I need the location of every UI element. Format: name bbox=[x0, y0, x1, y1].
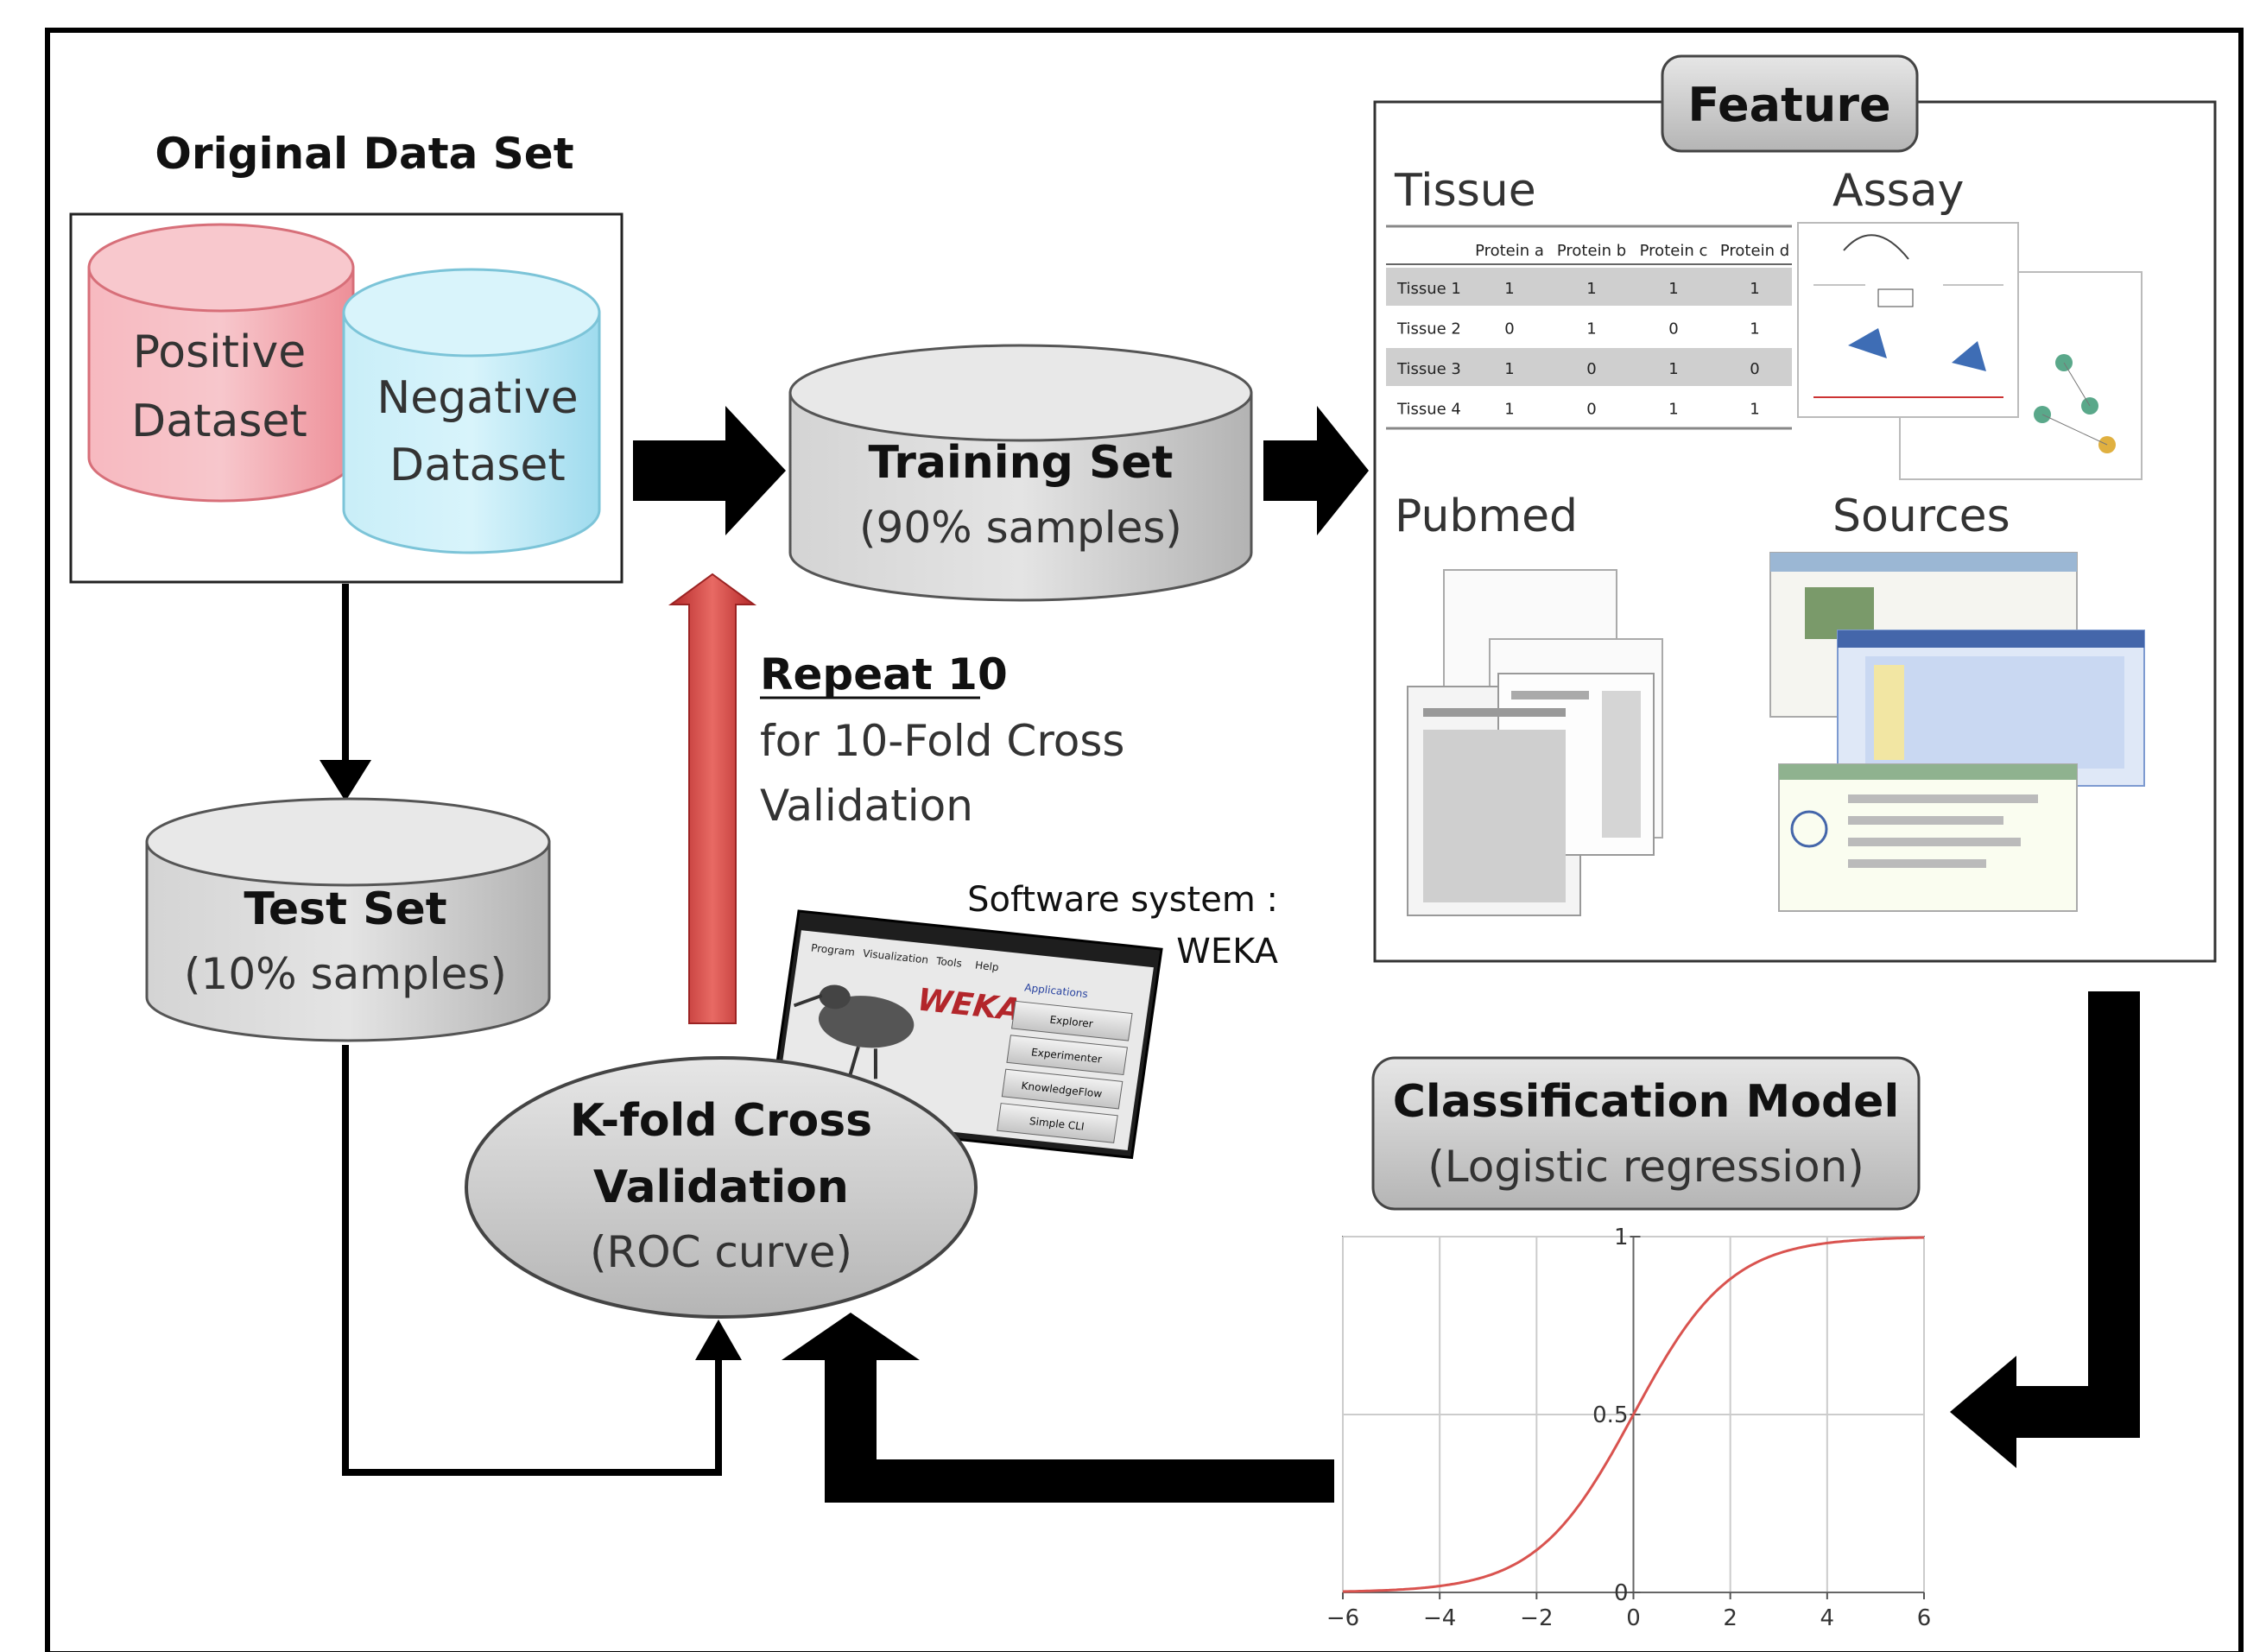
test-set-cylinder: Test Set (10% samples) bbox=[145, 797, 551, 1042]
positive-dataset-cylinder: Positive Dataset bbox=[87, 223, 355, 503]
negative-dataset-label-2: Dataset bbox=[389, 440, 566, 491]
weka-menu-tools: Tools bbox=[934, 955, 963, 970]
chart-x-tick-label: 4 bbox=[1820, 1605, 1835, 1631]
assay-label: Assay bbox=[1832, 165, 1964, 217]
training-set-title: Training Set bbox=[868, 437, 1173, 489]
arrow-feature-to-model bbox=[1950, 991, 2140, 1468]
arrow-to-training-set bbox=[633, 406, 786, 535]
chart-x-tick-label: 2 bbox=[1723, 1605, 1737, 1631]
tissue-row-label: Tissue 2 bbox=[1396, 320, 1461, 339]
tissue-cell: 1 bbox=[1504, 360, 1514, 378]
outer-frame bbox=[45, 28, 2244, 1652]
tissue-cell: 0 bbox=[1586, 360, 1596, 378]
assay-image bbox=[1797, 222, 2143, 480]
kfold-line-2: Validation bbox=[593, 1161, 849, 1213]
sources-label: Sources bbox=[1832, 491, 2010, 542]
logistic-chart: −6 −4 −2 0 2 4 6 0 0.5 1 bbox=[1326, 1225, 1931, 1631]
positive-dataset-label-2: Dataset bbox=[131, 396, 307, 447]
tissue-cell: 1 bbox=[1750, 401, 1759, 419]
weka-experimenter-button[interactable] bbox=[1006, 1035, 1128, 1076]
classification-model-box: Classification Model (Logistic regressio… bbox=[1371, 1056, 1921, 1211]
chart-x-tick-label: −4 bbox=[1423, 1605, 1456, 1631]
original-data-set-title: Original Data Set bbox=[155, 129, 573, 179]
arrow-to-feature bbox=[1263, 406, 1369, 535]
classification-title: Classification Model bbox=[1393, 1076, 1900, 1128]
test-set-subtitle: (10% samples) bbox=[184, 949, 507, 999]
tissue-cell: 1 bbox=[1668, 280, 1678, 298]
arrow-test-to-kfold bbox=[342, 1045, 742, 1476]
tissue-cell: 1 bbox=[1750, 280, 1759, 298]
chart-y-tick-label: 0 bbox=[1614, 1580, 1629, 1606]
negative-dataset-label-1: Negative bbox=[377, 372, 578, 424]
tissue-cell: 1 bbox=[1504, 280, 1514, 298]
chart-x-tick-label: −2 bbox=[1520, 1605, 1553, 1631]
tissue-cell: 1 bbox=[1586, 320, 1596, 339]
tissue-cell: 1 bbox=[1668, 401, 1678, 419]
tissue-cell: 1 bbox=[1586, 280, 1596, 298]
weka-simplecli-label: Simple CLI bbox=[1029, 1115, 1085, 1132]
weka-knowledgeflow-button[interactable] bbox=[1001, 1068, 1124, 1110]
tissue-table-header-c: Protein c bbox=[1640, 242, 1708, 260]
software-name: WEKA bbox=[1176, 932, 1278, 972]
tissue-cell: 1 bbox=[1668, 360, 1678, 378]
tissue-cell: 1 bbox=[1504, 401, 1514, 419]
tissue-table-header-a: Protein a bbox=[1475, 242, 1544, 260]
tissue-cell: 1 bbox=[1750, 320, 1759, 339]
chart-y-tick-label: 0.5 bbox=[1592, 1402, 1628, 1428]
tissue-table: Protein a Protein b Protein c Protein d … bbox=[1386, 225, 1792, 430]
tissue-cell: 0 bbox=[1586, 401, 1596, 419]
feature-title: Feature bbox=[1687, 78, 1890, 132]
tissue-row-label: Tissue 3 bbox=[1396, 360, 1461, 378]
weka-explorer-button[interactable] bbox=[1010, 1000, 1133, 1041]
sources-image bbox=[1769, 552, 2145, 912]
kfold-line-1: K-fold Cross bbox=[570, 1095, 872, 1147]
weka-explorer-label: Explorer bbox=[1049, 1014, 1094, 1030]
classification-subtitle: (Logistic regression) bbox=[1427, 1142, 1864, 1192]
weka-simplecli-button[interactable] bbox=[997, 1103, 1118, 1143]
arrow-to-test-set bbox=[320, 584, 371, 801]
chart-x-tick-label: 6 bbox=[1917, 1605, 1932, 1631]
repeat-arrow bbox=[668, 573, 757, 1024]
tissue-cell: 0 bbox=[1504, 320, 1514, 339]
tissue-row-label: Tissue 1 bbox=[1396, 280, 1461, 298]
tissue-table-header-d: Protein d bbox=[1720, 242, 1789, 260]
feature-title-box: Feature bbox=[1661, 54, 1919, 153]
chart-x-tick-label: 0 bbox=[1626, 1605, 1641, 1631]
arrow-model-to-kfold bbox=[782, 1313, 1334, 1503]
chart-y-tick-label: 1 bbox=[1614, 1225, 1629, 1250]
chart-x-tick-label: −6 bbox=[1326, 1605, 1359, 1631]
kfold-line-3: (ROC curve) bbox=[590, 1227, 852, 1277]
training-set-cylinder: Training Set (90% samples) bbox=[788, 344, 1253, 602]
weka-bird-icon bbox=[793, 984, 915, 1079]
weka-menu-program: Program bbox=[810, 942, 856, 959]
weka-menu-help: Help bbox=[974, 959, 999, 974]
tissue-table-header-b: Protein b bbox=[1557, 242, 1626, 260]
test-set-title: Test Set bbox=[244, 883, 446, 935]
software-label: Software system : bbox=[967, 880, 1278, 920]
pubmed-image bbox=[1407, 569, 1663, 916]
tissue-label: Tissue bbox=[1394, 165, 1536, 217]
tissue-cell: 0 bbox=[1668, 320, 1678, 339]
negative-dataset-cylinder: Negative Dataset bbox=[342, 268, 601, 554]
kfold-validation-node: K-fold Cross Validation (ROC curve) bbox=[465, 1056, 978, 1319]
chart-series-logistic bbox=[1342, 1236, 1925, 1593]
repeat-line-2: Validation bbox=[760, 781, 973, 831]
tissue-cell: 0 bbox=[1750, 360, 1759, 378]
repeat-heading: Repeat 10 bbox=[760, 649, 1008, 699]
positive-dataset-label-1: Positive bbox=[133, 326, 306, 378]
repeat-line-1: for 10-Fold Cross bbox=[760, 716, 1124, 766]
training-set-subtitle: (90% samples) bbox=[859, 503, 1182, 553]
pubmed-label: Pubmed bbox=[1395, 491, 1578, 542]
tissue-row-label: Tissue 4 bbox=[1396, 401, 1461, 419]
